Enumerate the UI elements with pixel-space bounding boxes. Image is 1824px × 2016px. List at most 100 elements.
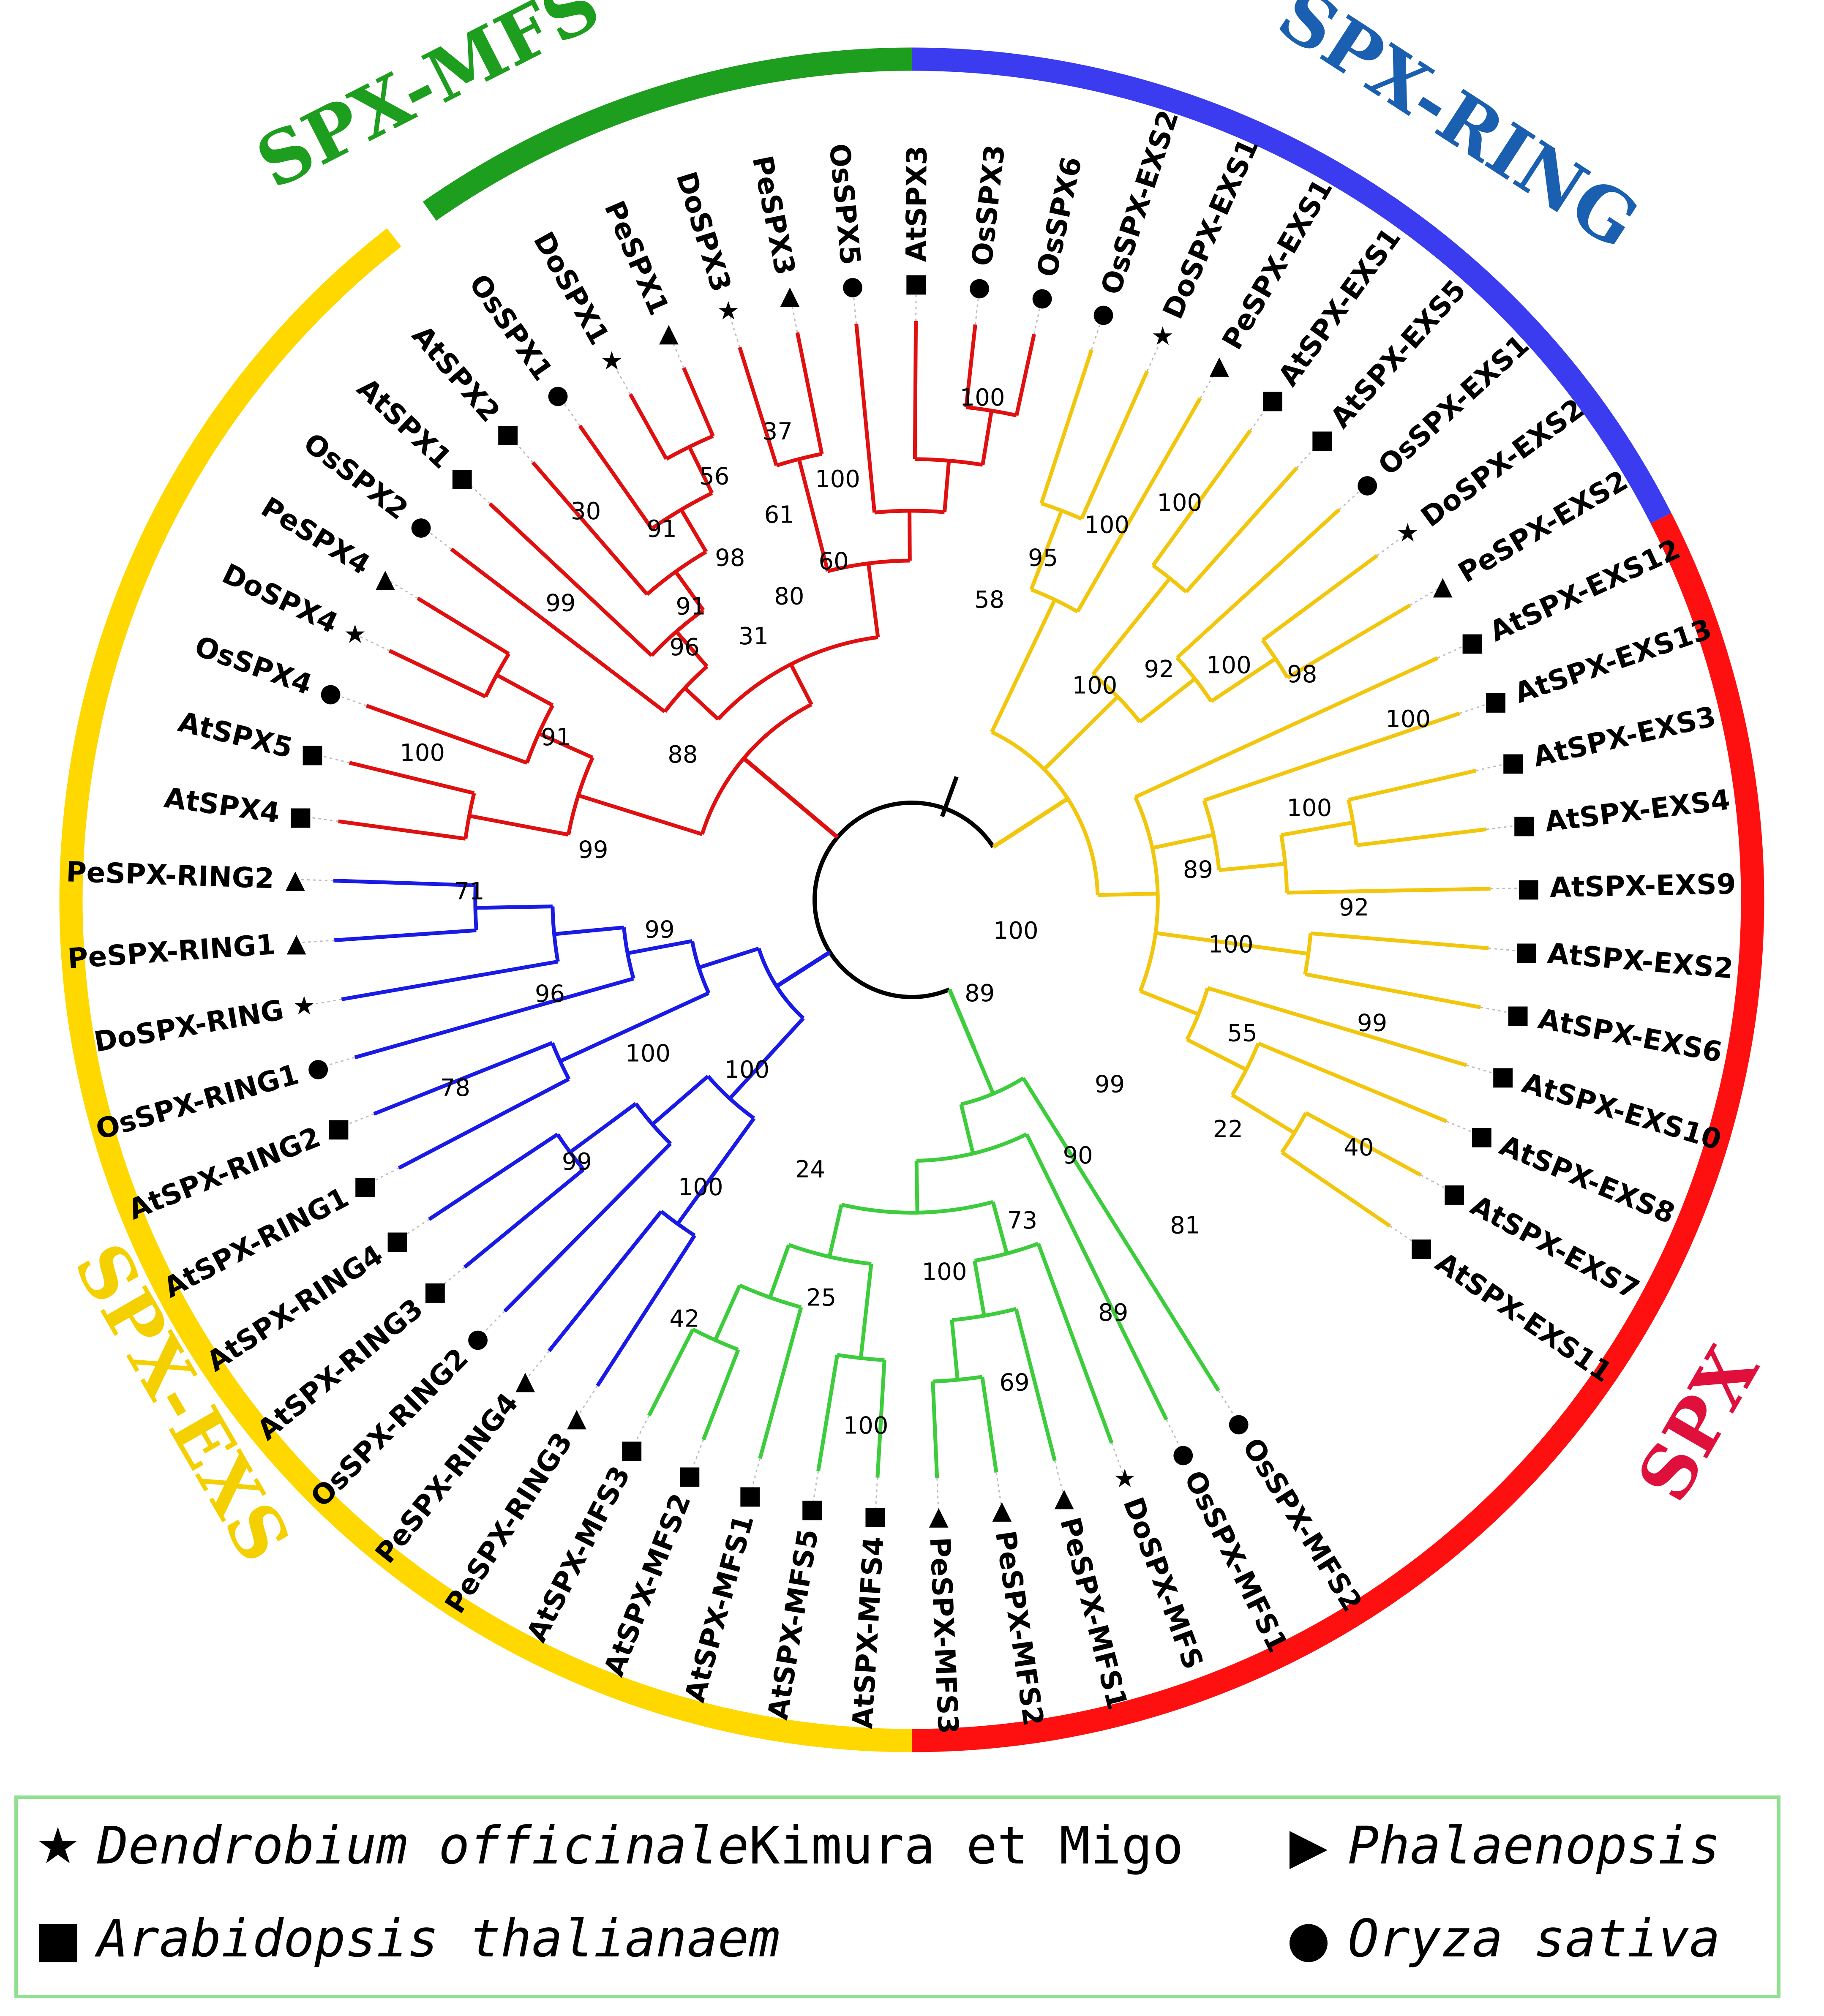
branch-line bbox=[816, 1354, 840, 1471]
bootstrap-value: 95 bbox=[1028, 544, 1058, 572]
leaf-label: AtSPX5 bbox=[175, 706, 296, 765]
bootstrap-value: 80 bbox=[774, 583, 804, 610]
leaf-guide bbox=[320, 1057, 355, 1068]
species-legend: ★ Dendrobium officinale Kimura et Migo ▶… bbox=[14, 1795, 1780, 1998]
bootstrap-value: 96 bbox=[669, 634, 699, 661]
leaf-label: PeSPX-RING2 bbox=[65, 855, 275, 895]
leaf-label: PeSPX-RING1 bbox=[67, 928, 277, 975]
branch-line bbox=[931, 1381, 939, 1478]
circle-icon: ● bbox=[842, 271, 864, 301]
bootstrap-value: 100 bbox=[815, 466, 860, 493]
leaf-guide bbox=[1480, 1006, 1516, 1015]
leaf-guide bbox=[995, 1472, 1003, 1508]
leaf-labels: ●OsSPX-MFS2●OsSPX-MFS1★DoSPX-MFS▲PeSPX-M… bbox=[65, 106, 1736, 1735]
branch-line bbox=[488, 502, 653, 657]
clade-arc-spx-mfs bbox=[423, 47, 912, 221]
legend-species-name: Phalaenopsis bbox=[1348, 1816, 1720, 1876]
branch-arc bbox=[1185, 987, 1210, 1041]
bootstrap-value: 100 bbox=[1287, 794, 1332, 822]
star-icon: ★ bbox=[35, 1817, 80, 1875]
leaf-label: OsSPX-EXS2 bbox=[1095, 106, 1185, 299]
square-icon: ■ bbox=[1512, 810, 1536, 839]
bootstrap-value: 96 bbox=[535, 980, 565, 1008]
bootstrap-value: 91 bbox=[647, 515, 677, 543]
branch-line bbox=[628, 393, 668, 460]
branch-line bbox=[866, 563, 880, 637]
branch-line bbox=[972, 1047, 995, 1095]
leaf-guide bbox=[509, 435, 534, 463]
leaf-guide bbox=[612, 362, 631, 395]
bootstrap-value: 100 bbox=[1072, 672, 1118, 700]
leaf-guide bbox=[1054, 1460, 1064, 1496]
triangle-icon: ▲ bbox=[780, 281, 799, 310]
branch-line bbox=[450, 548, 666, 714]
leaf-label: AtSPX4 bbox=[162, 782, 282, 830]
bootstrap-value: 56 bbox=[699, 463, 729, 490]
bootstrap-value: 40 bbox=[1344, 1134, 1374, 1161]
leaf-label: AtSPX3 bbox=[900, 145, 933, 262]
square-icon: ■ bbox=[1501, 747, 1525, 777]
leaf-label: OsSPX-RING1 bbox=[92, 1058, 302, 1146]
star-icon: ★ bbox=[1151, 321, 1174, 351]
legend-species-name: Arabidopsis thalianaem bbox=[97, 1909, 780, 1969]
branch-line bbox=[1025, 1133, 1168, 1421]
leaf-label: AtSPX-EXS6 bbox=[1536, 1003, 1725, 1069]
branch-line bbox=[973, 1260, 986, 1316]
branch-line bbox=[1287, 603, 1411, 679]
clade-arcs bbox=[59, 47, 1764, 1752]
branch-line bbox=[682, 367, 715, 437]
square-icon: ■ bbox=[1460, 627, 1484, 657]
branch-line bbox=[1348, 768, 1477, 802]
square-icon: ■ bbox=[1470, 1121, 1494, 1151]
branch-line bbox=[1140, 989, 1200, 1016]
square-icon: ■ bbox=[738, 1480, 762, 1510]
bootstrap-value: 100 bbox=[1208, 931, 1254, 959]
clade-stem bbox=[742, 757, 839, 839]
bootstrap-value: 99 bbox=[1095, 1071, 1125, 1098]
leaf-guide bbox=[1490, 887, 1527, 890]
branch-line bbox=[428, 1133, 559, 1221]
star-icon: ★ bbox=[600, 346, 623, 376]
triangle-icon: ▲ bbox=[929, 1501, 949, 1531]
square-icon: ■ bbox=[1261, 385, 1285, 414]
leaf-guide bbox=[1033, 299, 1042, 335]
branch-line bbox=[1356, 827, 1487, 847]
leaf-guide bbox=[340, 1113, 374, 1128]
branch-line bbox=[1097, 891, 1158, 897]
circle-icon: ● bbox=[467, 1324, 489, 1353]
square-icon: ■ bbox=[1484, 686, 1508, 716]
bootstrap-value: 89 bbox=[1098, 1299, 1128, 1327]
circle-icon: ● bbox=[1356, 469, 1378, 499]
bootstrap-value: 99 bbox=[578, 836, 608, 864]
leaf-label: AtSPX-MFS4 bbox=[846, 1536, 890, 1730]
branch-line bbox=[503, 1142, 672, 1313]
square-icon: ■ bbox=[496, 419, 520, 448]
leaf-guide bbox=[1446, 1120, 1480, 1136]
branch-line bbox=[1014, 1308, 1057, 1461]
circle-icon: ● bbox=[1287, 1910, 1331, 1968]
square-icon: ■ bbox=[1515, 937, 1539, 966]
branch-line bbox=[728, 1017, 805, 1100]
branch-arc bbox=[739, 1283, 802, 1309]
bootstrap-value: 88 bbox=[668, 741, 698, 768]
leaf-label: OsSPX1 bbox=[463, 268, 559, 387]
leaf-guide bbox=[1486, 824, 1522, 830]
legend-item-phalaenopsis: ▶ Phalaenopsis bbox=[1285, 1816, 1720, 1876]
leaf-guide bbox=[577, 1385, 598, 1417]
clade-arc-spx bbox=[911, 513, 1764, 1752]
bootstrap-value: 30 bbox=[571, 498, 601, 525]
bootstrap-value: 99 bbox=[545, 590, 575, 617]
triangle-icon: ▲ bbox=[1055, 1483, 1074, 1512]
leaf-label: AtSPX-EXS4 bbox=[1543, 783, 1732, 838]
branch-line bbox=[679, 509, 708, 553]
triangle-icon: ▲ bbox=[1433, 571, 1453, 601]
bootstrap-value: 69 bbox=[999, 1369, 1029, 1397]
branch-line bbox=[1304, 972, 1481, 1009]
branch-line bbox=[365, 704, 528, 765]
leaf-guide bbox=[812, 1471, 819, 1507]
leaf-label: AtSPX2 bbox=[406, 319, 506, 428]
legend-species-name: Dendrobium officinale bbox=[97, 1816, 749, 1876]
branch-arc bbox=[660, 1210, 696, 1237]
circle-icon: ● bbox=[1031, 282, 1053, 312]
bootstrap-value: 100 bbox=[678, 1174, 723, 1201]
